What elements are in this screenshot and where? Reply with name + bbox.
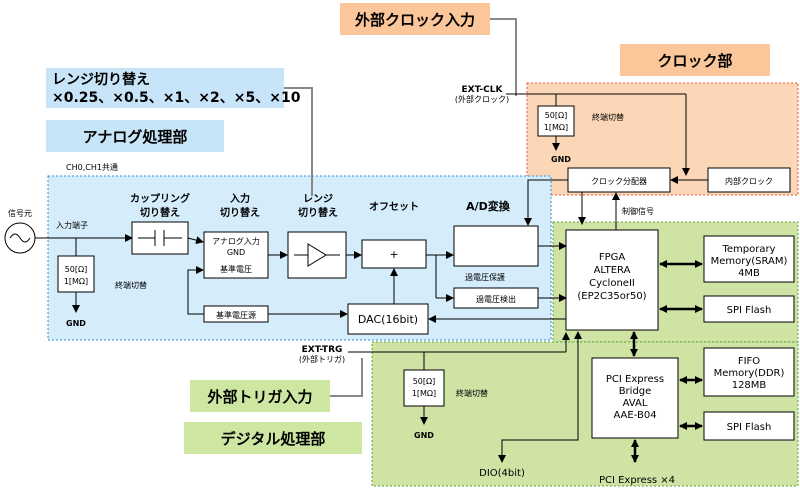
range-header-line2: 切り替え: [298, 206, 338, 219]
pcie-bridge-block: [591, 357, 679, 439]
sram-label-line3: 4MB: [738, 268, 760, 279]
offset-adder-block: [361, 239, 427, 269]
ext-clock-tag-bg: [340, 3, 490, 35]
clock-section-tag: クロック部: [657, 52, 732, 70]
fpga-label-line3: CycloneII: [589, 278, 635, 289]
analog-termination-box: [57, 255, 95, 293]
dio-label: DIO(4bit): [479, 468, 525, 479]
pcie-label-line3: AVAL: [623, 398, 648, 409]
input-option-analog: アナログ入力: [212, 236, 260, 246]
adc-header: A/D変換: [466, 199, 511, 213]
trigger-term-res-line2: 1[MΩ]: [412, 389, 436, 398]
amplifier-icon: [307, 243, 327, 267]
trigger-term-res-line1: 50[Ω]: [413, 377, 436, 386]
clock-gnd-label: GND: [551, 155, 571, 164]
analog-section-tag: アナログ処理部: [83, 128, 188, 146]
fpga-label-line1: FPGA: [599, 252, 626, 263]
clock-section-tag-bg: [620, 44, 770, 76]
ext-trigger-tag-bg: [190, 380, 330, 412]
trigger-termination-switch-label: 終端切替: [456, 388, 488, 398]
spi-flash-2-block: [703, 411, 795, 441]
coupling-header-line2: 切り替え: [140, 206, 180, 219]
pcie-label-line1: PCI Express: [606, 374, 664, 385]
fifo-label-line1: FIFO: [738, 356, 760, 367]
digital-section-tag-bg: [184, 422, 362, 454]
range-switch-tag-bg: [46, 68, 284, 108]
clock-termination-box: [537, 105, 575, 137]
overvoltage-protect-label: 過電圧保護: [465, 272, 505, 282]
digital-section-tag: デジタル処理部: [221, 430, 326, 448]
input-switch-header-line2: 切り替え: [220, 206, 260, 219]
range-switch-tag-line1: レンジ切り替え: [52, 71, 150, 88]
clock-term-res-line2: 1[MΩ]: [544, 123, 568, 132]
sram-label-line1: Temporary: [721, 244, 775, 255]
offset-header: オフセット: [369, 201, 419, 213]
spi-flash-1-label: SPI Flash: [727, 305, 772, 316]
input-terminal-label: 入力端子: [56, 220, 88, 230]
analog-termination-switch-label: 終端切替: [115, 280, 147, 290]
dio-wire: [498, 331, 582, 463]
internal-clock-block: [707, 167, 791, 193]
input-option-ref: 基準電圧: [220, 264, 252, 274]
spi-flash-1-block: [703, 295, 795, 323]
distributor-to-adc-wire: [524, 179, 568, 226]
adc-block: [453, 225, 539, 267]
control-signal-label: 制御信号: [622, 206, 654, 216]
fpga-label-line4: (EP2C35or50): [577, 291, 646, 302]
trigger-termination-box: [403, 369, 445, 407]
signal-source-label: 信号元: [8, 208, 32, 218]
pcie-label-line4: AAE-B04: [613, 410, 656, 421]
sine-glyph: [9, 233, 31, 243]
fifo-block: [703, 347, 795, 397]
ext-trg-label-line2: (外部トリガ): [299, 354, 345, 364]
clock-distributor-label: クロック分配器: [591, 177, 647, 186]
analog-term-res-line1: 50[Ω]: [65, 265, 88, 274]
ext-clk-label-line2: (外部クロック): [455, 94, 509, 104]
adder-symbol: +: [389, 248, 398, 261]
analog-term-res-line2: 1[MΩ]: [64, 277, 88, 286]
ref-voltage-source-label: 基準電圧源: [216, 310, 256, 320]
dac-label: DAC(16bit): [358, 313, 418, 326]
overvoltage-detect-label: 過電圧検出: [476, 294, 516, 304]
input-option-gnd: GND: [227, 248, 245, 257]
range-leader: [284, 87, 313, 196]
clock-term-res-line1: 50[Ω]: [545, 111, 568, 120]
fpga-label-line2: ALTERA: [594, 265, 631, 276]
ext-clock-leader: [490, 18, 517, 96]
fpga-block: [565, 229, 659, 331]
analog-gnd-label: GND: [66, 319, 86, 328]
spi-flash-2-label: SPI Flash: [727, 422, 772, 433]
ext-trigger-leader: [330, 358, 363, 397]
internal-clock-label: 内部クロック: [725, 176, 773, 186]
sram-block: [703, 235, 795, 283]
input-switch-header-line1: 入力: [230, 192, 250, 205]
range-header-line1: レンジ: [303, 193, 333, 205]
pcie-label-line2: Bridge: [619, 386, 652, 397]
analog-section-tag-bg: [46, 120, 224, 152]
range-switch-tag-line2: ×0.25、×0.5、×1、×2、×5、×10: [52, 90, 301, 106]
sram-label-line2: Memory(SRAM): [711, 256, 788, 267]
coupling-to-input-wire: [187, 236, 204, 245]
trigger-gnd-label: GND: [414, 431, 434, 440]
pcie-bus-label: PCI Express ×4: [599, 475, 675, 486]
clock-termination-switch-label: 終端切替: [592, 112, 624, 122]
ext-trg-label-line1: EXT-TRG: [302, 345, 343, 355]
ext-clock-tag: 外部クロック入力: [354, 11, 475, 29]
ext-trigger-tag: 外部トリガ入力: [206, 388, 312, 406]
input-switch-block: [203, 231, 269, 279]
channels-note: CH0,CH1共通: [66, 162, 118, 172]
ref-to-input-wire: [187, 266, 204, 315]
fifo-label-line3: 128MB: [732, 380, 767, 391]
fifo-label-line2: Memory(DDR): [714, 368, 785, 379]
ext-clk-label-line1: EXT-CLK: [462, 85, 504, 95]
coupling-header-line1: カップリング: [130, 192, 190, 205]
